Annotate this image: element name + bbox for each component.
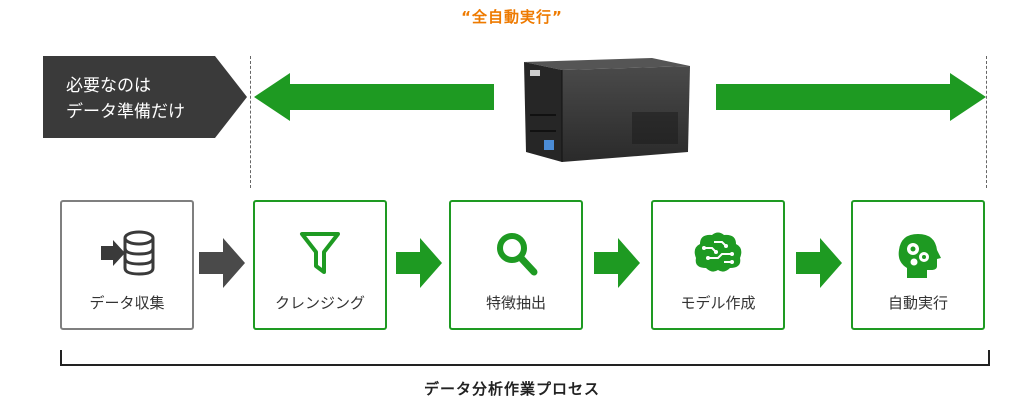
automation-title: “全自動実行” <box>461 8 563 26</box>
database-import-icon <box>62 230 192 280</box>
step-label: 特徴抽出 <box>485 294 546 312</box>
step-cleansing: クレンジング <box>253 200 387 330</box>
connector-arrow-green <box>594 238 640 288</box>
step-label: 自動実行 <box>887 294 948 312</box>
filter-icon <box>255 230 385 280</box>
head-gears-icon <box>853 230 983 284</box>
process-bracket <box>60 350 990 366</box>
step-feature-extraction: 特徴抽出 <box>449 200 583 330</box>
callout-line-2: データ準備だけ <box>66 102 185 122</box>
step-model-creation: モデル作成 <box>651 200 785 330</box>
brain-circuit-icon <box>653 230 783 280</box>
step-label: データ収集 <box>89 294 165 312</box>
big-right-arrow <box>716 73 986 121</box>
connector-arrow-gray <box>199 238 245 288</box>
step-data-collection: データ収集 <box>60 200 194 330</box>
server-machine-icon <box>524 58 690 162</box>
step-label: モデル作成 <box>680 294 756 312</box>
search-icon <box>451 230 581 280</box>
connector-arrow-green <box>396 238 442 288</box>
left-dashed-guide <box>250 56 251 188</box>
callout-text: 必要なのは データ準備だけ <box>66 73 185 125</box>
big-left-arrow <box>254 73 494 121</box>
process-label: データ分析作業プロセス <box>423 380 600 398</box>
callout-line-1: 必要なのは <box>66 76 151 96</box>
step-label: クレンジング <box>274 294 365 312</box>
connector-arrow-green <box>796 238 842 288</box>
step-auto-execution: 自動実行 <box>851 200 985 330</box>
right-dashed-guide <box>986 56 987 188</box>
callout-arrow-shape <box>43 56 247 138</box>
